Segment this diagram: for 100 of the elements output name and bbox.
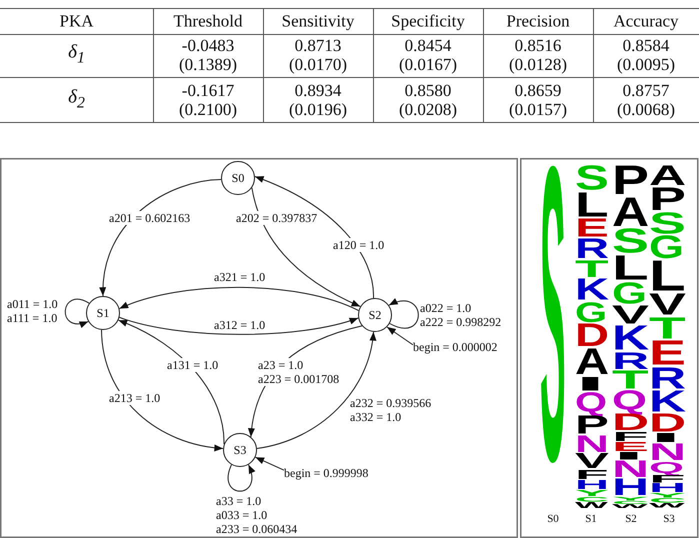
column-header: Precision (506, 12, 570, 30)
column-header: Specificity (391, 12, 465, 30)
column-label: S1 (585, 513, 597, 525)
residue-letter: H (612, 478, 648, 497)
residue-letter: N (649, 443, 685, 462)
edge-label: a321 = 1.0 (213, 270, 266, 284)
residue-letter: H (575, 480, 608, 490)
table-value: 0.8659 (0.0157) (508, 81, 568, 119)
begin-probability-label: begin = 0.999998 (284, 466, 368, 480)
residue-letter: S (649, 212, 685, 235)
residue-letter: Q (575, 392, 608, 415)
residue-letter: L (575, 192, 608, 218)
residue-letter: F (612, 432, 648, 442)
state-label: S1 (96, 306, 110, 320)
residue-letter: V (612, 305, 648, 325)
transition-arrow (118, 320, 224, 445)
residue-letter: S (540, 165, 565, 486)
edge-label: a120 = 1.0 (332, 238, 386, 252)
residue-letter: N (575, 435, 608, 454)
residue-letter: I (649, 433, 682, 444)
residue-letter: Q (612, 390, 648, 414)
residue-letter: R (612, 352, 648, 370)
table-value: 0.8516 (0.0128) (508, 36, 568, 74)
residue-letter: E (612, 442, 648, 452)
residue-letter: L (612, 255, 648, 282)
residue-letter: A (649, 165, 685, 187)
edge-label: a232 = 0.939566 a332 = 1.0 (349, 396, 432, 424)
transition-arrow (254, 176, 374, 299)
residue-letter: G (612, 282, 648, 305)
state-circle (86, 296, 120, 330)
table-value: 0.8757 (0.0068) (616, 81, 676, 119)
residue-letter: K (649, 390, 685, 414)
row-header: δ$_{2}$ (68, 88, 85, 112)
residue-letter: G (649, 235, 685, 260)
transition-arrow (251, 187, 361, 307)
transition-arrow (254, 456, 284, 471)
residue-letter: Y (575, 490, 608, 497)
residue-letter: P (649, 186, 685, 212)
state-circle (358, 298, 392, 332)
edge-label: a131 = 1.0 (166, 358, 220, 372)
residue-letter: D (575, 323, 608, 348)
table-value: -0.1617 (0.2100) (178, 81, 238, 119)
begin-probability-label: begin = 0.000002 (413, 340, 498, 354)
residue-letter: D (649, 413, 685, 434)
edge-label: a202 = 0.397837 (235, 211, 318, 225)
residue-letter: A (612, 196, 648, 228)
state-circle (223, 433, 257, 467)
residue-letter: A (575, 348, 608, 377)
table-value: 0.8454 (0.0167) (398, 36, 458, 74)
edge-label: a33 = 1.0 a033 = 1.0 a233 = 0.060434 (215, 494, 298, 536)
edge-label: a022 = 1.0 a222 = 0.998292 (419, 301, 502, 329)
transition-arrow (101, 329, 224, 452)
edge-label: a213 = 1.0 (108, 391, 162, 405)
residue-letter: D (612, 413, 648, 432)
column-header: Sensitivity (282, 12, 354, 30)
residue-letter: F (575, 470, 608, 480)
transition-arrow (386, 326, 414, 346)
column-header: Accuracy (613, 12, 679, 30)
row-header: δ$_{1}$ (68, 42, 85, 68)
residue-letter: P (575, 415, 608, 435)
transition-arrow (100, 179, 222, 296)
state-label: S2 (368, 308, 382, 322)
column-label: S2 (625, 513, 637, 525)
residue-letter: N (612, 460, 648, 478)
residue-letter: I (612, 452, 646, 460)
residue-letter: E (649, 340, 685, 367)
table-value: 0.8934 (0.0196) (288, 81, 348, 119)
residue-letter: R (649, 366, 685, 390)
residue-letter: E (575, 218, 608, 238)
residue-letter: T (649, 316, 685, 340)
residue-letter: L (649, 260, 685, 294)
transition-arrow (64, 298, 90, 328)
residue-letter: K (575, 278, 608, 302)
transition-arrow (256, 331, 376, 449)
edge-label: a312 = 1.0 (213, 318, 266, 332)
column-label: S3 (663, 513, 675, 525)
transition-arrow (228, 464, 255, 492)
column-label: S0 (547, 513, 559, 525)
residue-letter: S (612, 228, 648, 255)
table-value: 0.8584 (0.0095) (616, 36, 676, 74)
state-label: S3 (234, 444, 246, 456)
column-header: PKA (60, 12, 94, 30)
residue-letter: G (575, 302, 608, 324)
transition-arrow (118, 316, 359, 335)
state-circle (221, 161, 255, 195)
transition-arrow (118, 286, 360, 312)
transition-arrow (388, 298, 419, 329)
table-value: 0.8713 (0.0170) (288, 36, 348, 74)
residue-letter: W (575, 502, 608, 508)
residue-letter: S (575, 165, 608, 192)
state-label: S0 (232, 172, 244, 184)
edge-label: a201 = 0.602163 (108, 211, 192, 225)
residue-letter: I (575, 376, 606, 392)
residue-letter: V (575, 453, 608, 470)
residue-letter: T (612, 370, 648, 390)
residue-letter: V (649, 293, 685, 317)
residue-letter: K (612, 325, 648, 352)
residue-letter: H (649, 483, 685, 494)
residue-letter: R (575, 238, 608, 260)
residue-letter: T (575, 260, 608, 278)
